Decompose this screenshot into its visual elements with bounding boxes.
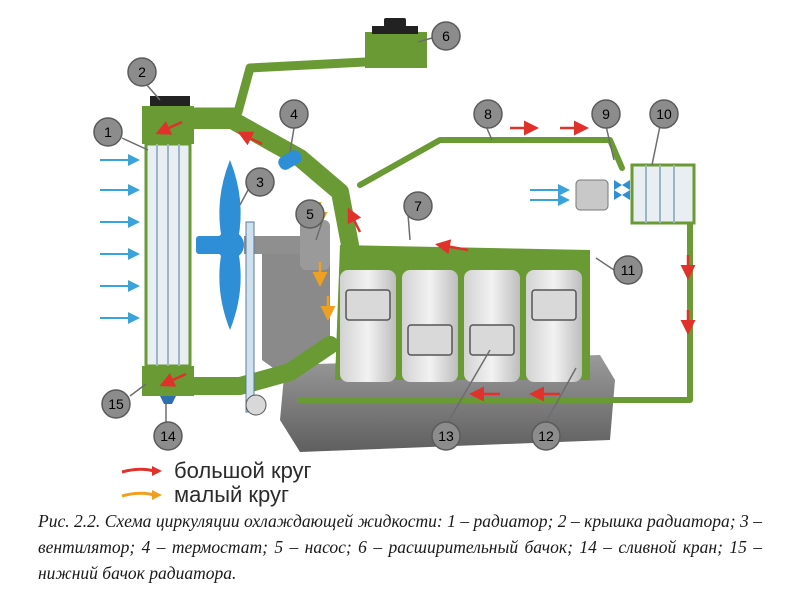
callout-leaders bbox=[121, 37, 661, 423]
callout-circles bbox=[93, 21, 679, 451]
heater-valve bbox=[614, 180, 630, 200]
big-circle-flow-arrows bbox=[155, 120, 696, 402]
callout-11: 11 bbox=[621, 262, 636, 278]
water-pump bbox=[244, 220, 330, 416]
radiator-upper-tank bbox=[142, 106, 194, 144]
thermostat bbox=[278, 150, 302, 170]
pipe-heater-supply bbox=[357, 137, 625, 188]
callout-4: 4 bbox=[290, 106, 298, 122]
callout-6: 6 bbox=[442, 28, 450, 44]
callout-14: 14 bbox=[160, 428, 176, 444]
callout-10: 10 bbox=[656, 106, 672, 122]
callout-7: 7 bbox=[414, 198, 422, 214]
legend-big-circle: большой круг bbox=[120, 458, 312, 484]
callout-2: 2 bbox=[138, 64, 146, 80]
legend-small-circle: малый круг bbox=[120, 482, 289, 508]
air-flow-arrows bbox=[100, 154, 570, 324]
callout-3: 3 bbox=[256, 174, 264, 190]
pipe-to-expansion-tank bbox=[189, 57, 370, 117]
heater-fan bbox=[575, 179, 609, 211]
radiator-cap bbox=[150, 96, 190, 106]
callout-1: 1 bbox=[104, 124, 112, 140]
figure-caption: Рис. 2.2. Схема циркуляции охлаждающей ж… bbox=[38, 511, 762, 583]
pipe-lower-hose bbox=[185, 336, 339, 395]
legend-small-circle-label: малый круг bbox=[174, 482, 290, 507]
orange-arrow-icon bbox=[121, 490, 162, 500]
expansion-tank bbox=[365, 18, 427, 68]
callout-13: 13 bbox=[438, 428, 454, 444]
legend-big-circle-label: большой круг bbox=[174, 458, 312, 483]
radiator-core bbox=[144, 142, 192, 368]
callout-8: 8 bbox=[484, 106, 492, 122]
fan bbox=[196, 160, 244, 330]
red-arrow-icon bbox=[121, 466, 162, 476]
callout-12: 12 bbox=[538, 428, 554, 444]
callout-15: 15 bbox=[108, 396, 124, 412]
pistons bbox=[345, 289, 577, 356]
callout-5: 5 bbox=[306, 206, 314, 222]
heater-core bbox=[630, 163, 696, 225]
callout-9: 9 bbox=[602, 106, 610, 122]
drain-cock bbox=[160, 396, 176, 404]
